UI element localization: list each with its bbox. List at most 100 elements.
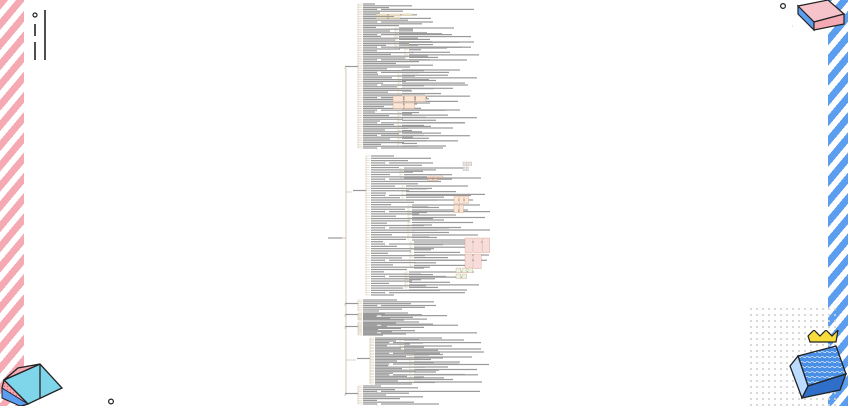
subnode-label xyxy=(363,46,377,48)
leaf-label xyxy=(371,250,411,252)
subnode-label xyxy=(363,122,377,124)
sub-leaf-label xyxy=(406,188,427,190)
sub-leaf-label xyxy=(404,345,452,347)
sub-leaf-label xyxy=(402,135,470,137)
sub-leaf-label xyxy=(406,191,456,193)
sub-leaf-label xyxy=(414,262,436,264)
leaf-label xyxy=(363,89,411,91)
sub-leaf-label xyxy=(402,100,458,102)
sub-leaf-label xyxy=(402,140,458,142)
sub-leaf-label xyxy=(414,251,460,253)
leaf-label xyxy=(363,396,423,398)
leaf-label xyxy=(363,106,384,108)
leaf-label xyxy=(363,318,427,320)
leaf-label xyxy=(363,331,392,333)
leaf-label xyxy=(371,204,391,206)
leaf-label xyxy=(363,52,414,54)
sub-leaf-label xyxy=(402,87,453,89)
sub-leaf-label xyxy=(402,98,429,100)
sub-leaf-label xyxy=(409,289,467,291)
sub-leaf-label xyxy=(414,254,489,256)
leaf-label xyxy=(363,131,422,133)
leaf-label xyxy=(371,231,415,234)
leaf-label xyxy=(363,310,379,312)
leaf-label xyxy=(363,330,415,332)
leaf-label xyxy=(381,147,443,149)
sub-leaf-label xyxy=(412,214,456,216)
leaf-label xyxy=(375,369,439,371)
leaf-label xyxy=(363,75,415,77)
diagram-thumbnail-node xyxy=(453,195,459,204)
leaf-label xyxy=(363,68,387,70)
sub-leaf-label xyxy=(406,185,468,187)
sub-leaf-label xyxy=(404,339,464,341)
leaf-label xyxy=(363,140,427,142)
leaf-label xyxy=(375,349,438,351)
diagram-thumbnail-node xyxy=(388,16,401,19)
leaf-label xyxy=(371,282,389,285)
diagram-thumbnail-node xyxy=(462,166,466,171)
sub-leaf-label xyxy=(414,244,443,246)
sub-leaf-label xyxy=(414,363,489,366)
leaf-label xyxy=(371,160,408,162)
sub-leaf-label xyxy=(402,129,412,132)
leaf-label xyxy=(375,338,419,341)
leaf-label xyxy=(375,357,443,359)
diagram-thumbnail-node xyxy=(464,195,469,204)
sub-leaf-label xyxy=(412,239,466,241)
leaf-label xyxy=(363,39,395,41)
leaf-label xyxy=(375,351,415,353)
sub-leaf-label xyxy=(404,174,452,176)
leaf-label xyxy=(363,113,412,115)
sub-leaf-label xyxy=(402,119,436,121)
leaf-label xyxy=(363,315,376,318)
diagram-thumbnail-node xyxy=(392,102,404,109)
leaf-label xyxy=(363,303,411,305)
sub-leaf-label xyxy=(412,234,478,236)
sub-leaf-label xyxy=(412,209,468,211)
diagram-thumbnail-node xyxy=(464,237,473,253)
diagram-thumbnail-node xyxy=(453,204,459,213)
ring-circle xyxy=(32,12,38,18)
sub-leaf-label xyxy=(409,286,438,289)
leaf-label xyxy=(363,70,424,72)
sub-leaf-label xyxy=(412,219,444,221)
leaf-label xyxy=(363,385,381,387)
leaf-label xyxy=(363,86,397,88)
leaf-label xyxy=(363,394,386,396)
leaf-label xyxy=(371,206,428,208)
subnode-label xyxy=(371,178,385,180)
leaf-label xyxy=(363,43,409,45)
branch-label xyxy=(345,392,358,395)
leaf-label xyxy=(371,222,387,224)
leaf-label xyxy=(381,84,468,86)
leaf-label xyxy=(363,142,404,144)
leaf-label xyxy=(363,55,428,57)
leaf-label xyxy=(375,348,401,350)
leaf-label xyxy=(363,317,390,319)
leaf-label xyxy=(363,333,406,335)
leaf-label xyxy=(389,275,446,278)
leaf-label xyxy=(371,285,426,287)
leaf-label xyxy=(363,328,378,331)
sub-leaf-label xyxy=(402,77,477,79)
leaf-label xyxy=(371,187,432,190)
leaf-label xyxy=(389,178,452,180)
sub-leaf-label xyxy=(414,257,448,259)
leaf-label xyxy=(363,64,433,66)
sub-leaf-label xyxy=(412,236,437,239)
leaf-label xyxy=(381,315,447,317)
leaf-label xyxy=(363,7,389,9)
diagram-thumbnail-node xyxy=(438,175,443,178)
subnode-label xyxy=(363,8,377,10)
leaf-label xyxy=(363,23,422,25)
sub-leaf-label xyxy=(402,127,453,129)
diagram-thumbnail-node xyxy=(404,102,415,109)
leaf-label xyxy=(363,138,390,140)
sub-leaf-label xyxy=(414,366,448,368)
leaf-label xyxy=(363,98,416,100)
leaf-label xyxy=(363,30,390,32)
leaf-label xyxy=(371,264,393,266)
sub-leaf-label xyxy=(406,193,485,195)
